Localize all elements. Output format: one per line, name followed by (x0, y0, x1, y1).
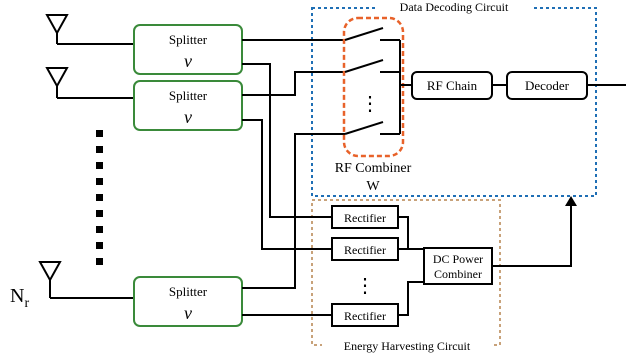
svg-text:v: v (184, 51, 192, 71)
rectifier-2: Rectifier (331, 237, 399, 261)
rf-combiner-symbol: W (366, 179, 380, 194)
info-path-lines (242, 39, 345, 289)
dc-power-combiner-line2: Combiner (434, 267, 482, 281)
svg-text:Rectifier: Rectifier (344, 211, 386, 225)
svg-text:Splitter: Splitter (169, 88, 208, 103)
rf-chain-label: RF Chain (427, 78, 478, 93)
dc-output-arrow (492, 196, 577, 267)
antenna-icon (45, 14, 69, 44)
antenna-count-label: Nr (10, 285, 29, 311)
antenna-icon (38, 261, 62, 298)
svg-text:Splitter: Splitter (169, 284, 208, 299)
rectifier-ellipsis: ⋮ (355, 275, 375, 297)
svg-text:v: v (184, 107, 192, 127)
antenna-feed-lines (50, 43, 134, 299)
energy-harvesting-title: Energy Harvesting Circuit (344, 339, 471, 353)
data-decoding-region (311, 7, 597, 197)
energy-harvesting-title-bg (322, 338, 492, 354)
data-decoding-title: Data Decoding Circuit (400, 0, 509, 14)
splitter-3: Splitter v (133, 276, 243, 327)
energy-path-lines (242, 63, 332, 316)
dc-power-combiner-line1: DC Power (433, 252, 483, 266)
svg-text:Rectifier: Rectifier (344, 243, 386, 257)
rf-combiner-ellipsis: ⋮ (360, 93, 380, 115)
splitter-2: Splitter v (133, 80, 243, 131)
rf-combiner-highlight (342, 16, 405, 158)
rf-combiner-switches (344, 27, 412, 135)
rectifier-1: Rectifier (331, 205, 399, 229)
dc-power-combiner-box (423, 247, 493, 285)
rectifier-output-lines (398, 216, 424, 316)
splitter-1: Splitter v (133, 24, 243, 75)
svg-text:Rectifier: Rectifier (344, 309, 386, 323)
data-decoding-title-bg (376, 0, 532, 14)
svg-text:v: v (184, 303, 192, 323)
svg-text:Splitter: Splitter (169, 32, 208, 47)
decoder-label: Decoder (525, 78, 570, 93)
antenna-icon (45, 67, 69, 98)
rectifier-3: Rectifier (331, 303, 399, 327)
rf-combiner-label: RF Combiner (335, 161, 412, 176)
antenna-ellipsis (96, 130, 103, 265)
